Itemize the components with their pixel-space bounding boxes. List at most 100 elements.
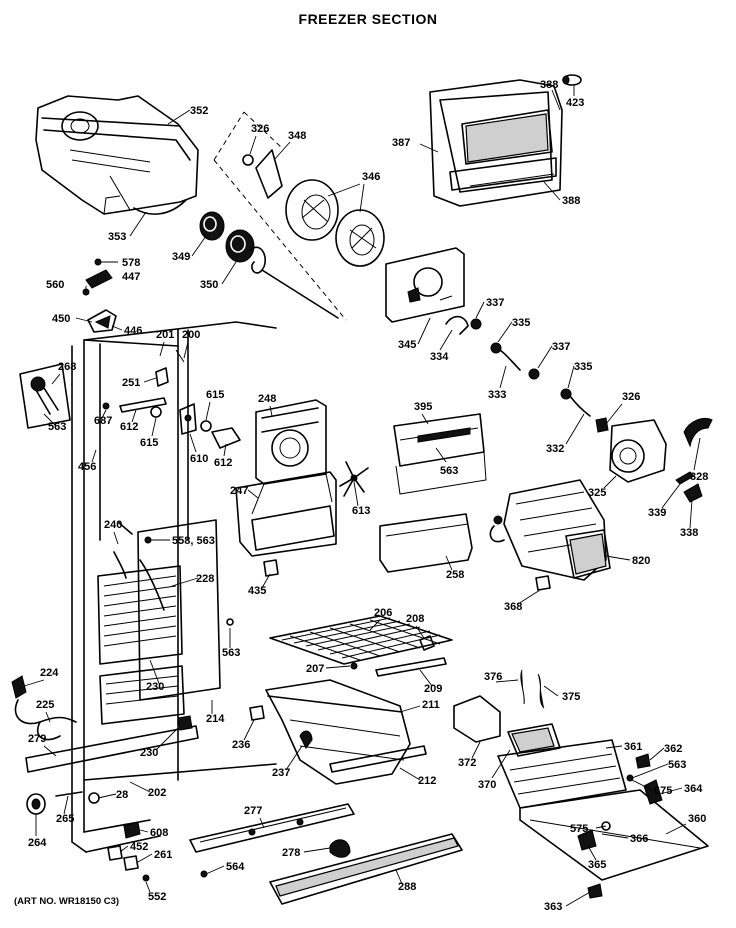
callout-230-lower: 230 [140,747,158,759]
callout-326-right: 326 [622,391,640,403]
callout-335: 335 [512,317,530,329]
callout-278: 278 [282,847,300,859]
callout-339: 339 [648,507,666,519]
callout-435: 435 [248,585,266,597]
callout-248: 248 [258,393,276,405]
callout-335-lower: 335 [574,361,592,373]
callout-563-board: 563 [440,465,458,477]
callout-552: 552 [148,891,166,903]
auger-gears-349-350 [199,211,339,319]
washer-326 [242,154,254,166]
callout-376: 376 [484,671,502,683]
callout-labels: 352 326 348 388 423 387 388 346 353 349 … [28,79,708,913]
drain-trough-279 [25,715,199,773]
callout-615: 615 [206,389,224,401]
callout-363: 363 [544,901,562,913]
callout-334: 334 [430,351,449,363]
callout-615-lower: 615 [140,437,158,449]
callout-348: 348 [288,130,306,142]
callout-613: 613 [352,505,370,517]
callout-558-563: 558, 563 [172,535,215,547]
base-rails [189,803,463,905]
callout-236: 236 [232,739,250,751]
callout-268: 268 [58,361,76,373]
callout-820: 820 [632,555,650,567]
callout-563: 563 [48,421,66,433]
callout-450: 450 [52,313,70,325]
basket-211 [249,679,427,785]
leader-lines [23,86,701,907]
callout-265: 265 [56,813,74,825]
cabinet-frame [71,321,277,853]
callout-258: 258 [446,569,464,581]
heater-wire-225 [11,675,77,741]
callout-214: 214 [206,713,225,725]
art-number: (ART NO. WR18150 C3) [14,896,119,907]
callout-372: 372 [458,757,476,769]
callout-368: 368 [504,601,522,613]
shaft-linkage [445,315,591,417]
callout-230: 230 [146,681,164,693]
diagram-title: FREEZER SECTION [299,11,438,27]
cover-plate-345 [385,247,465,323]
callout-612: 612 [120,421,138,433]
callout-247: 247 [230,485,248,497]
callout-387: 387 [392,137,410,149]
callout-361: 361 [624,741,642,753]
part-drawings [11,74,713,905]
callout-337: 337 [486,297,504,309]
callout-279: 279 [28,733,46,745]
callout-237: 237 [272,767,290,779]
callout-560: 560 [46,279,64,291]
callout-675: 675 [654,785,672,797]
callout-364: 364 [684,783,703,795]
callout-349: 349 [172,251,190,263]
callout-456: 456 [78,461,96,473]
callout-264: 264 [28,837,47,849]
callout-388: 388 [540,79,558,91]
callout-207: 207 [306,663,324,675]
callout-211: 211 [422,699,440,711]
callout-277: 277 [244,805,262,817]
callout-326: 326 [251,123,269,135]
dispenser-door-387 [429,74,582,207]
callout-206: 206 [374,607,392,619]
callout-337-lower: 337 [552,341,570,353]
callout-452: 452 [130,841,148,853]
callout-687: 687 [94,415,112,427]
callout-338: 338 [680,527,698,539]
callout-328: 328 [690,471,708,483]
fan-blade-613 [339,461,369,497]
evaporator-228 [97,519,234,725]
callout-612-right: 612 [214,457,232,469]
cover-258 [379,513,473,573]
callout-563-panel: 563 [222,647,240,659]
ice-maker-820 [489,479,611,591]
callout-288: 288 [398,881,416,893]
controls-group [102,367,241,449]
callout-370: 370 [478,779,496,791]
callout-345: 345 [398,339,416,351]
callout-353: 353 [108,231,126,243]
callout-208: 208 [406,613,424,625]
callout-333: 333 [488,389,506,401]
callout-352: 352 [190,105,208,117]
callout-228: 228 [196,573,214,585]
control-board-395 [393,413,487,495]
callout-564: 564 [226,861,245,873]
callout-28: 28 [116,789,128,801]
compressor-deck [453,669,709,899]
callout-212: 212 [418,775,436,787]
callout-608: 608 [150,827,168,839]
fan-shroud-247-248 [235,399,337,577]
callout-578: 578 [122,257,140,269]
callout-261: 261 [154,849,172,861]
callout-240: 240 [104,519,122,531]
shelf-206 [269,615,453,677]
callout-225: 225 [36,699,54,711]
callout-563-deck: 563 [668,759,686,771]
bracket-348 [255,149,283,199]
callout-388-lower: 388 [562,195,580,207]
callout-251: 251 [122,377,140,389]
